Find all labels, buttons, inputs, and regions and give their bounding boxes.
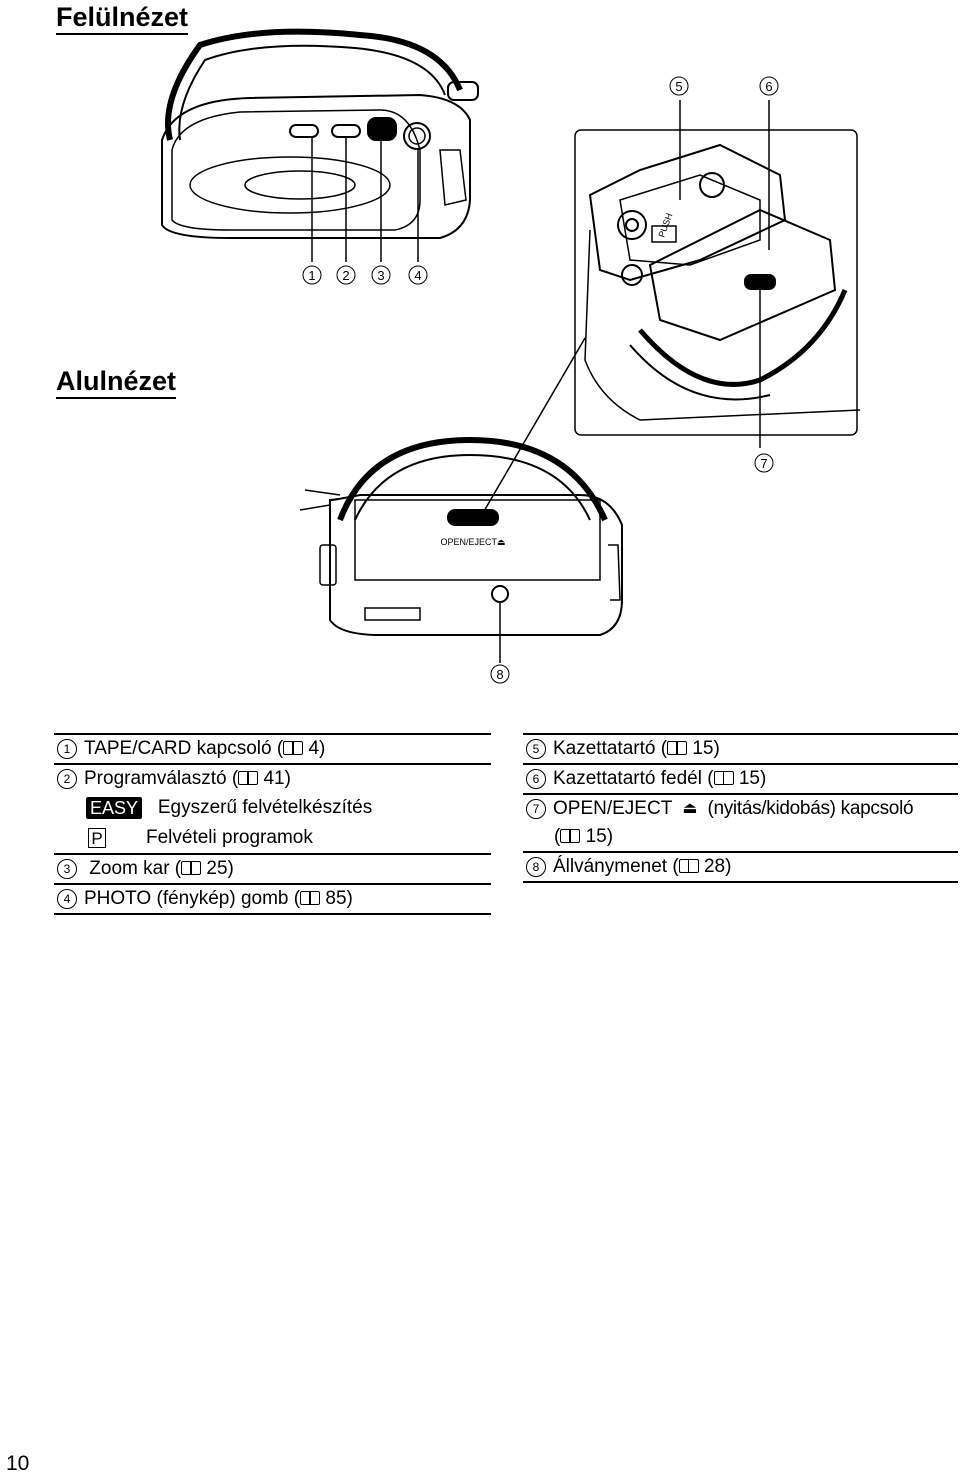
page-number: 10 bbox=[6, 1452, 30, 1475]
top-view-heading: Felülnézet bbox=[56, 2, 189, 35]
legend-item-6: 6 Kazettatartó fedél ( 15) bbox=[523, 765, 958, 795]
callout-8: 8 bbox=[496, 667, 503, 682]
item-number-1: 1 bbox=[57, 739, 77, 759]
callout-3: 3 bbox=[377, 268, 384, 283]
item-number-3: 3 bbox=[57, 859, 77, 879]
item-ref-8: 28) bbox=[703, 856, 732, 877]
legend-item-1: 1 TAPE/CARD kapcsoló ( 4) bbox=[54, 735, 491, 765]
program-mode-icon: P bbox=[88, 827, 106, 848]
item-text-6: Kazettatartó fedél ( bbox=[553, 768, 714, 789]
legend-item-8: 8 Állványmenet ( 28) bbox=[523, 853, 958, 883]
book-reference-icon bbox=[678, 859, 699, 873]
item-ref-1: 4) bbox=[308, 738, 326, 759]
camcorder-top-view-drawing bbox=[161, 28, 479, 239]
callout-5: 5 bbox=[675, 79, 682, 94]
legend-item-5: 5 Kazettatartó ( 15) bbox=[523, 735, 958, 765]
item-number-7: 7 bbox=[526, 799, 546, 819]
item-text-7-cont: ( bbox=[554, 826, 561, 847]
item-ref-3: 25) bbox=[206, 858, 234, 879]
book-reference-icon bbox=[238, 771, 259, 785]
legend-item-7-cont: ( 15) bbox=[523, 823, 958, 853]
legend-item-2-easy: EASY Egyszerű felvételkészítés bbox=[54, 793, 491, 823]
item-text-2: Programválasztó ( bbox=[84, 768, 239, 789]
legend-item-4: 4 PHOTO (fénykép) gomb ( 85) bbox=[54, 885, 491, 915]
item-text-7b: (nyitás/kidobás) kapcsoló bbox=[707, 798, 914, 819]
book-reference-icon bbox=[713, 771, 734, 785]
item-text-8: Állványmenet ( bbox=[553, 856, 679, 877]
push-drawing-label: PUSH bbox=[656, 212, 674, 239]
easy-mode-text: Egyszerű felvételkészítés bbox=[157, 797, 373, 818]
program-mode-text: Felvételi programok bbox=[146, 827, 313, 848]
item-ref-6: 15) bbox=[738, 768, 767, 789]
item-number-5: 5 bbox=[526, 739, 546, 759]
item-text-4: PHOTO (fénykép) gomb ( bbox=[84, 888, 301, 909]
callout-1: 1 bbox=[308, 268, 315, 283]
item-text-7: OPEN/EJECT bbox=[553, 798, 673, 819]
legend-item-2: 2 Programválasztó ( 41) bbox=[54, 765, 491, 793]
book-reference-icon bbox=[667, 741, 688, 755]
callout-4: 4 bbox=[414, 268, 421, 283]
book-reference-icon bbox=[181, 861, 202, 875]
eject-icon: ⏏ bbox=[682, 800, 698, 817]
item-number-6: 6 bbox=[526, 769, 546, 789]
legend-table-left: 1 TAPE/CARD kapcsoló ( 4) 2 Programválaszt… bbox=[54, 733, 491, 915]
item-text-1: TAPE/CARD kapcsoló ( bbox=[84, 738, 284, 759]
item-ref-5: 15) bbox=[692, 738, 720, 759]
legend-item-2-p: P Felvételi programok bbox=[54, 823, 491, 855]
callout-6: 6 bbox=[765, 79, 772, 94]
callout-7: 7 bbox=[760, 456, 767, 471]
camcorder-bottom-view-drawing bbox=[299, 436, 623, 636]
easy-mode-icon: EASY bbox=[86, 796, 143, 819]
camcorder-side-view-drawing bbox=[574, 129, 861, 436]
legend-item-3: 3 Zoom kar ( 25) bbox=[54, 855, 491, 885]
item-text-3: Zoom kar ( bbox=[84, 858, 182, 879]
item-number-8: 8 bbox=[526, 857, 546, 877]
book-reference-icon bbox=[300, 891, 321, 905]
book-reference-icon bbox=[560, 829, 581, 843]
camcorder-illustration: OPEN/EJECT⏏ PUSH 1 2 3 4 5 6 7 8 bbox=[161, 28, 861, 684]
bottom-view-heading: Alulnézet bbox=[56, 366, 177, 399]
legend-table-right: 5 Kazettatartó ( 15) 6 Kazettatartó fedél … bbox=[523, 733, 958, 883]
open-eject-drawing-label: OPEN/EJECT⏏ bbox=[440, 537, 505, 547]
item-ref-7: 15) bbox=[585, 826, 614, 847]
item-ref-2: 41) bbox=[263, 768, 291, 789]
book-reference-icon bbox=[283, 741, 304, 755]
callout-2: 2 bbox=[342, 268, 349, 283]
item-ref-4: 85) bbox=[325, 888, 353, 909]
legend-item-7: 7 OPEN/EJECT ⏏ (nyitás/kidobás) kapcsoló bbox=[523, 795, 958, 823]
item-text-5: Kazettatartó ( bbox=[553, 738, 668, 759]
item-number-2: 2 bbox=[57, 769, 77, 789]
item-number-4: 4 bbox=[57, 889, 77, 909]
